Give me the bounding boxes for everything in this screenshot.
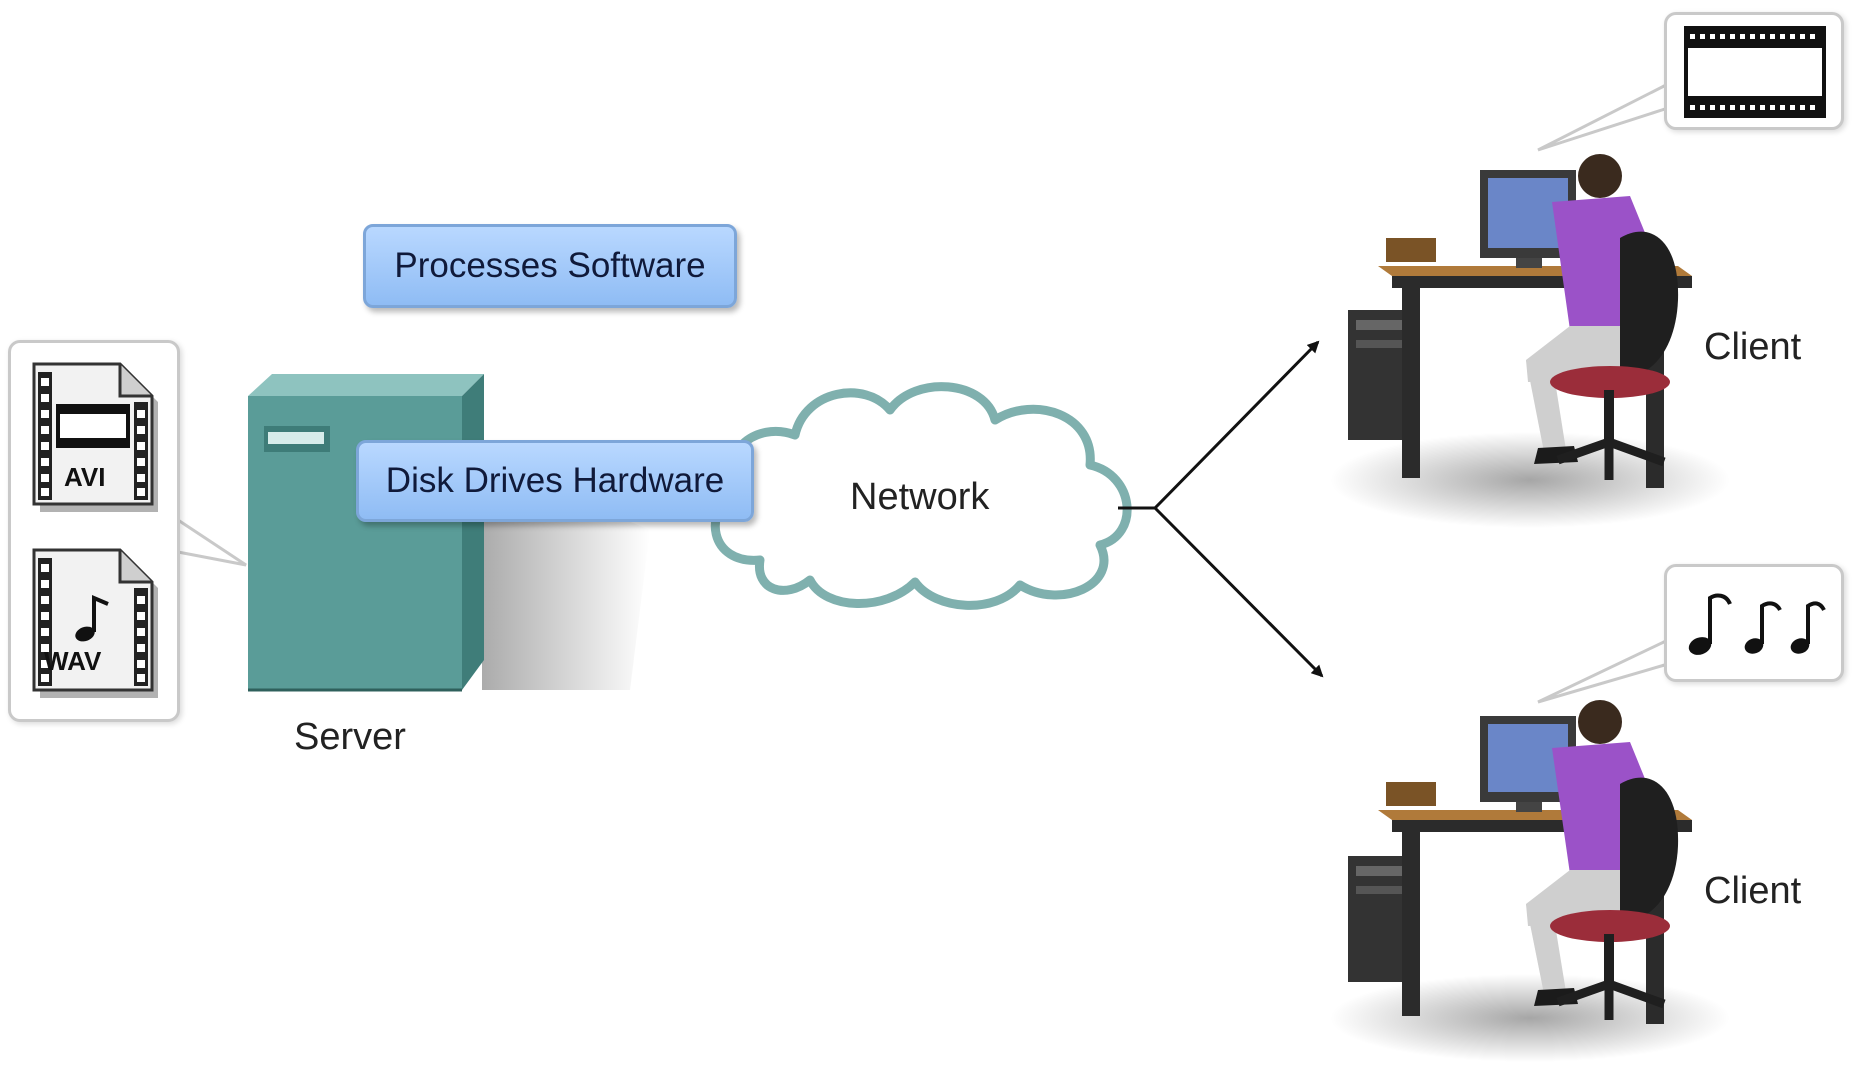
client-workstation-icon-top [1330, 154, 1730, 528]
video-file-icon [32, 362, 158, 512]
client-workstation-icon-bottom [1330, 700, 1730, 1062]
server-label: Server [294, 716, 406, 758]
processes-software-tag: Processes Software [363, 224, 737, 308]
network-cloud-icon [710, 382, 1132, 610]
file-label-wav: WAV [44, 646, 102, 676]
video-filmstrip-icon [1684, 26, 1826, 118]
music-callout [1664, 564, 1844, 682]
client-label-top: Client [1704, 326, 1802, 368]
network-label: Network [850, 476, 990, 518]
client-label-bottom: Client [1704, 870, 1802, 912]
disk-drives-hardware-tag: Disk Drives Hardware [356, 440, 754, 522]
file-label-avi: AVI [64, 462, 106, 492]
audio-file-icon [32, 548, 158, 698]
music-notes-icon [1688, 593, 1826, 655]
